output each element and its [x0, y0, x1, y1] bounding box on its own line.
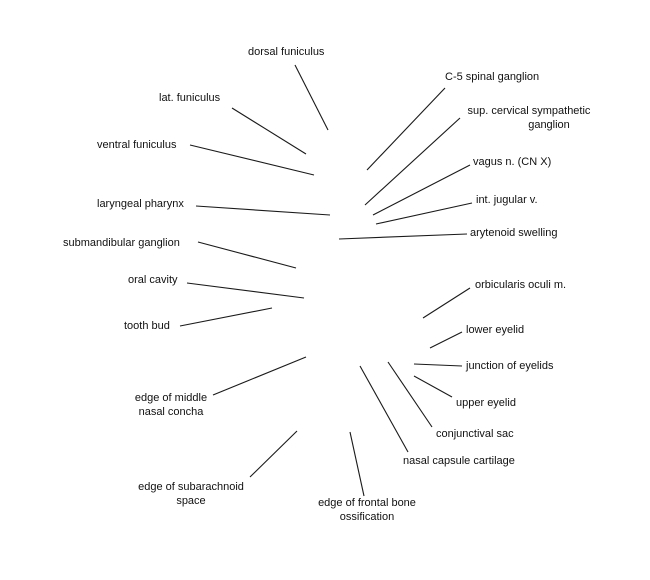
label-middle-nasal-concha: edge of middle nasal concha — [126, 391, 216, 419]
label-vagus-n: vagus n. (CN X) — [473, 156, 552, 168]
leader-sup-cervical — [364, 117, 461, 206]
leader-middle-nasal-concha — [212, 356, 307, 396]
label-lat-funiculus: lat. funiculus — [159, 92, 221, 104]
leader-subarachnoid — [249, 430, 298, 478]
label-dorsal-funiculus: dorsal funiculus — [248, 46, 325, 58]
leader-lower-eyelid — [429, 331, 463, 349]
label-subarachnoid-line1: edge of subarachnoid — [138, 481, 244, 493]
leader-conjunctival-sac — [387, 361, 433, 428]
label-laryngeal-pharynx: laryngeal pharynx — [97, 198, 184, 210]
leader-upper-eyelid — [413, 375, 453, 398]
label-junction-of-eyelids: junction of eyelids — [466, 360, 554, 372]
label-conjunctival-sac: conjunctival sac — [436, 428, 514, 440]
label-middle-nasal-concha-line2: nasal concha — [138, 406, 204, 418]
leader-oral-cavity — [186, 282, 305, 299]
leader-tooth-bud — [179, 307, 273, 327]
label-c5-spinal-ganglion: C-5 spinal ganglion — [445, 71, 540, 83]
leader-ventral-funiculus — [189, 144, 315, 176]
leader-frontal-bone — [349, 431, 365, 497]
label-ventral-funiculus: ventral funiculus — [97, 139, 177, 151]
label-subarachnoid-space: edge of subarachnoid space — [126, 480, 256, 508]
label-lower-eyelid: lower eyelid — [466, 324, 525, 336]
label-sup-cervical-ganglion: sup. cervical sympathetic ganglion — [455, 104, 603, 132]
label-int-jugular-v: int. jugular v. — [476, 194, 538, 206]
label-upper-eyelid: upper eyelid — [456, 397, 516, 409]
label-orbicularis-oculi: orbicularis oculi m. — [475, 279, 567, 291]
label-oral-cavity: oral cavity — [128, 274, 178, 286]
leader-arytenoid — [338, 233, 468, 240]
leader-dorsal-funiculus — [294, 64, 329, 131]
leader-int-jugular — [375, 202, 473, 225]
label-submandibular-ganglion: submandibular ganglion — [63, 237, 180, 249]
leader-nasal-capsule — [359, 365, 409, 453]
label-arytenoid-swelling: arytenoid swelling — [470, 227, 558, 239]
leader-junction-eyelids — [413, 363, 463, 367]
label-frontal-bone-line1: edge of frontal bone — [318, 497, 416, 509]
leader-submandibular-ganglion — [197, 241, 297, 269]
label-nasal-capsule-cartilage: nasal capsule cartilage — [403, 455, 515, 467]
label-tooth-bud: tooth bud — [124, 320, 170, 332]
leader-laryngeal-pharynx — [195, 205, 331, 216]
leader-orbicularis — [422, 287, 471, 319]
label-subarachnoid-line2: space — [176, 495, 206, 507]
label-frontal-bone-ossification: edge of frontal bone ossification — [302, 496, 432, 524]
label-sup-cervical-line2: ganglion — [528, 119, 570, 131]
leader-lat-funiculus — [231, 107, 307, 155]
label-frontal-bone-line2: ossification — [339, 511, 395, 523]
leader-c5-spinal-ganglion — [366, 87, 446, 171]
leader-vagus — [372, 164, 471, 216]
label-middle-nasal-concha-line1: edge of middle — [134, 392, 208, 404]
label-sup-cervical-line1: sup. cervical sympathetic — [467, 105, 591, 117]
